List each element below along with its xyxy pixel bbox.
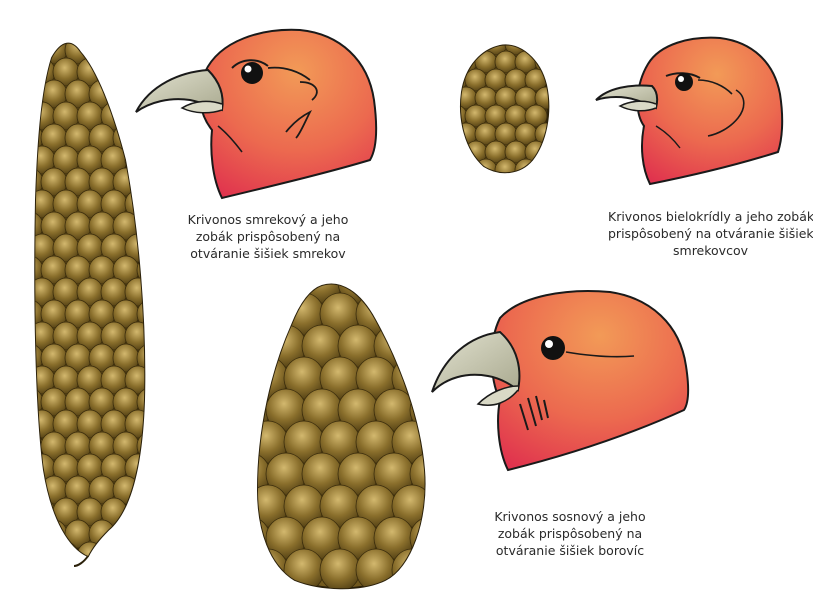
cone-scale [495, 159, 517, 181]
parrot-crossbill-head [432, 291, 688, 470]
cone-scale [392, 293, 432, 335]
cone-scale [17, 520, 43, 548]
cone-scale [125, 58, 151, 86]
caption-line: otváranie šišiek borovíc [470, 542, 670, 559]
cone-scale [137, 36, 163, 64]
cone-scale [266, 261, 306, 303]
cone-scale [113, 80, 139, 108]
cone-scale [230, 261, 270, 303]
caption-line: zobák prispôsobený na [168, 228, 368, 245]
caption-line: Krivonos smrekový a jeho [168, 211, 368, 228]
larch-cone [445, 33, 557, 181]
cone-scale [101, 542, 127, 570]
cone-scale [77, 542, 103, 570]
caption-line: otváranie šišiek smrekov [168, 245, 368, 262]
cone-scale [113, 36, 139, 64]
cone-scale [137, 520, 163, 548]
cone-scale [137, 212, 163, 240]
cone-scale [248, 293, 288, 335]
caption-line: smrekovcov [608, 242, 813, 259]
white-winged-crossbill-head [596, 38, 782, 184]
caption-line: zobák prispôsobený na [470, 525, 670, 542]
cone-scale [89, 36, 115, 64]
cone-scale [392, 549, 432, 590]
cone-scale [465, 33, 487, 55]
cone-scale [410, 261, 450, 303]
cone-scale [113, 520, 139, 548]
cone-scale [125, 146, 151, 174]
cone-scale [41, 520, 67, 548]
cone-scale [410, 325, 450, 367]
spruce-cone [17, 36, 163, 570]
cone-scale [535, 159, 557, 181]
caption-parrot-crossbill: Krivonos sosnový a jeho zobák prispôsobe… [470, 508, 670, 559]
cone-scale [320, 549, 360, 590]
pine-cone [230, 261, 450, 590]
cone-scale [525, 33, 547, 55]
cone-scale [475, 159, 497, 181]
cone-scale [230, 325, 270, 367]
cone-scale [17, 476, 43, 504]
caption-line: Krivonos bielokrídly a jeho zobák [608, 208, 813, 225]
cone-scale [125, 498, 151, 526]
cone-scale [29, 542, 55, 570]
cone-scale [125, 542, 151, 570]
cone-scale [17, 80, 43, 108]
cone-scale [137, 124, 163, 152]
cone-scale [137, 168, 163, 196]
caption-white-winged-crossbill: Krivonos bielokrídly a jeho zobák prispô… [608, 208, 813, 259]
cone-scale [455, 159, 477, 181]
caption-line: prispôsobený na otváranie šišiek [608, 225, 813, 242]
red-crossbill-head [136, 30, 376, 198]
cone-scale [101, 58, 127, 86]
cone-scale [137, 476, 163, 504]
cone-scale [445, 33, 467, 55]
cone-scale [17, 36, 43, 64]
cone-scale [17, 432, 43, 460]
caption-red-crossbill: Krivonos smrekový a jeho zobák prispôsob… [168, 211, 368, 262]
cone-scale [445, 141, 467, 163]
cone-scale [374, 261, 414, 303]
caption-line: Krivonos sosnový a jeho [470, 508, 670, 525]
